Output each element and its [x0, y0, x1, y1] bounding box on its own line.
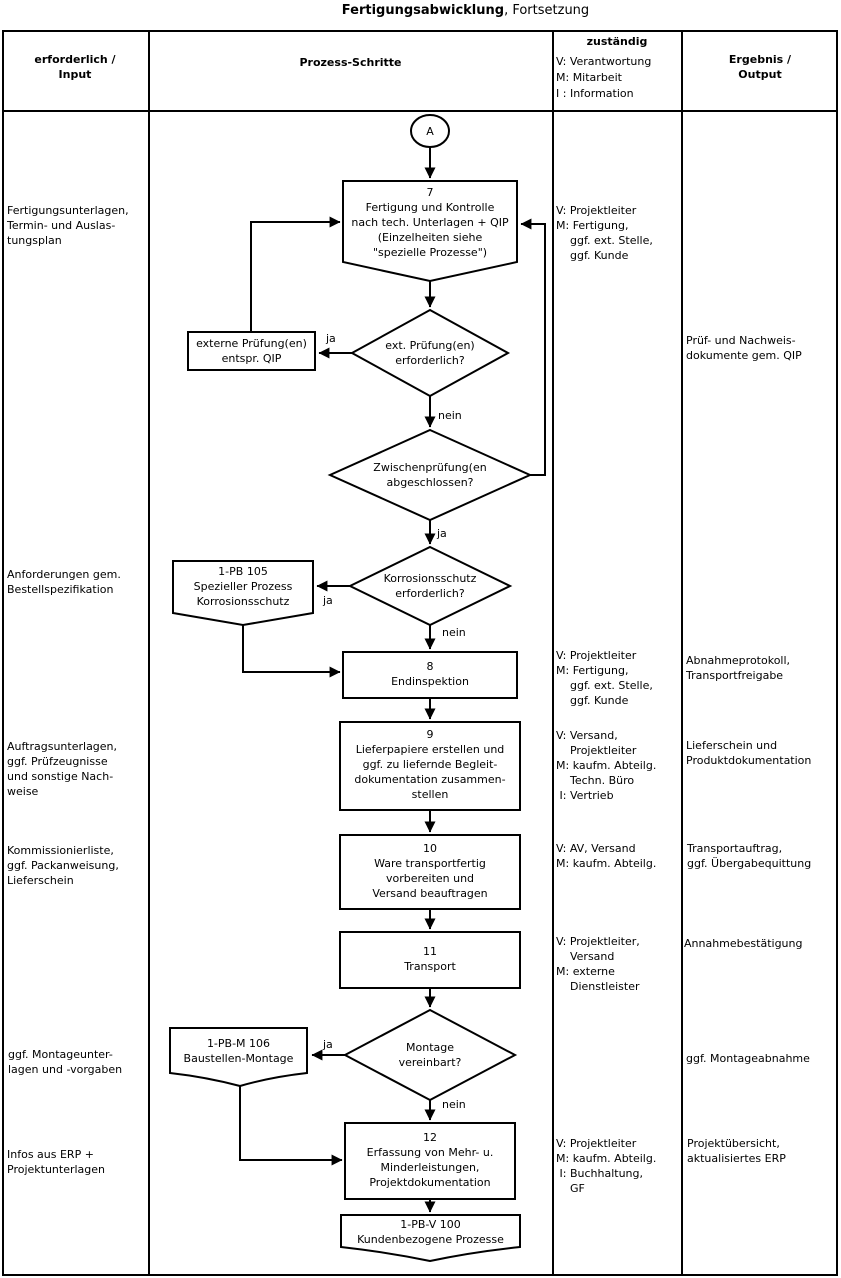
header-input-column: erforderlich / Input — [34, 53, 116, 81]
responsibility-step10: V: AV, Versand M: kaufm. Abteilg. — [556, 842, 657, 870]
step8-label: 8 Endinspektion — [391, 660, 469, 688]
externe-pruefung-label: externe Prüfung(en) entspr. QIP — [196, 337, 307, 365]
header-output-column: Ergebnis / Output — [728, 53, 792, 81]
column-divider-input — [148, 30, 150, 1276]
ref-kundenbezogene-prozesse-shape — [340, 1214, 521, 1263]
branch-label-ja-montage: ja — [323, 1038, 333, 1051]
offpage-connector-a-label: A — [426, 125, 434, 138]
output-projektuebersicht: Projektübersicht, aktualisiertes ERP — [687, 1137, 786, 1165]
branch-label-ja-ext-pruefung: ja — [326, 332, 336, 345]
output-transportauftrag: Transportauftrag, ggf. Übergabequittung — [687, 842, 812, 870]
header-responsible-column: zuständig — [586, 35, 648, 48]
externe-pruefung-shape — [187, 331, 316, 371]
responsibility-step8: V: Projektleiter M: Fertigung, ggf. ext.… — [556, 649, 653, 707]
step9-shape — [339, 721, 521, 811]
output-abnahmeprotokoll: Abnahmeprotokoll, Transportfreigabe — [686, 654, 791, 682]
input-kommissionierliste: Kommissionierliste, ggf. Packanweisung, … — [7, 844, 119, 887]
column-divider-responsible — [681, 30, 683, 1276]
responsibility-step11: V: Projektleiter, Versand M: externe Die… — [556, 935, 640, 993]
step10-shape — [339, 834, 521, 910]
header-divider — [2, 110, 838, 112]
page-title-suffix: , Fortsetzung — [504, 3, 590, 18]
ref-kundenbezogene-prozesse-label: 1-PB-V 100 Kundenbezogene Prozesse — [357, 1218, 504, 1246]
input-erp-infos: Infos aus ERP + Projektunterlagen — [7, 1148, 106, 1176]
branch-label-nein-korrosionsschutz: nein — [442, 626, 466, 639]
step10-label: 10 Ware transportfertig vorbereiten und … — [372, 842, 488, 900]
input-auftragsunterlagen: Auftragsunterlagen, ggf. Prüfzeugnisse u… — [7, 740, 118, 798]
step12-shape — [344, 1122, 516, 1200]
page-title: Fertigungsabwicklung, Fortsetzung — [90, 3, 841, 18]
input-anforderungen: Anforderungen gem. Bestellspezifikation — [7, 568, 121, 596]
decision-korrosionsschutz-label: Korrosionsschutz erforderlich? — [383, 572, 477, 600]
responsibility-step12: V: Projektleiter M: kaufm. Abteilg. I: B… — [556, 1137, 657, 1195]
step11-shape — [339, 931, 521, 989]
ref-korrosionsschutz-shape — [172, 560, 314, 627]
decision-korrosionsschutz-shape — [347, 545, 513, 627]
connector-ref105-to-step8 — [242, 625, 341, 678]
ref-korrosionsschutz-label: 1-PB 105 Spezieller Prozess Korrosionssc… — [193, 565, 293, 608]
step11-label: 11 Transport — [404, 945, 456, 973]
branch-label-ja-korrosionsschutz: ja — [323, 594, 333, 607]
branch-label-nein-montage: nein — [442, 1098, 466, 1111]
input-montageunterlagen: ggf. Montageunter- lagen und -vorgaben — [8, 1048, 123, 1076]
connector-externe-pruefung-loop — [250, 216, 341, 332]
output-lieferschein: Lieferschein und Produktdokumentation — [686, 739, 812, 767]
step7-label: 7 Fertigung und Kontrolle nach tech. Unt… — [351, 186, 509, 259]
step7-shape — [342, 180, 518, 283]
decision-zwischenpruefung-label: Zwischenprüfung(en abgeschlossen? — [373, 461, 487, 489]
output-annahmebestaetigung: Annahmebestätigung — [684, 937, 803, 950]
responsibility-step7: V: Projektleiter M: Fertigung, ggf. ext.… — [556, 204, 653, 262]
page-title-main: Fertigungsabwicklung — [341, 3, 505, 18]
decision-montage-label: Montage vereinbart? — [398, 1041, 462, 1069]
connector-zwischenpruefung-loop — [520, 218, 546, 476]
column-divider-process — [552, 30, 554, 1276]
decision-ext-pruefung-shape — [349, 308, 511, 398]
ref-baustellen-montage-label: 1-PB-M 106 Baustellen-Montage — [183, 1037, 294, 1065]
connector-refM106-to-step12 — [239, 1086, 343, 1166]
output-montageabnahme: ggf. Montageabnahme — [686, 1052, 810, 1065]
output-pruef-dokumente: Prüf- und Nachweis- dokumente gem. QIP — [686, 334, 802, 362]
branch-label-nein-ext-pruefung: nein — [438, 409, 462, 422]
step12-label: 12 Erfassung von Mehr- u. Minderleistung… — [366, 1131, 494, 1189]
decision-montage-shape — [342, 1008, 518, 1102]
responsibility-step9: V: Versand, Projektleiter M: kaufm. Abte… — [556, 729, 657, 802]
input-fertigungsunterlagen: Fertigungsunterlagen, Termin- und Auslas… — [7, 204, 129, 247]
branch-label-ja-zwischenpruefung: ja — [437, 527, 447, 540]
decision-ext-pruefung-label: ext. Prüfung(en) erforderlich? — [385, 339, 475, 367]
ref-baustellen-montage-shape — [169, 1027, 308, 1088]
step9-label: 9 Lieferpapiere erstellen und ggf. zu li… — [354, 728, 506, 801]
header-process-column: Prozess-Schritte — [299, 56, 402, 69]
decision-zwischenpruefung-shape — [327, 428, 533, 522]
step8-shape — [342, 651, 518, 699]
header-responsible-legend: V: Verantwortung M: Mitarbeit I : Inform… — [556, 55, 652, 100]
table-border — [2, 30, 838, 1276]
offpage-connector-a-shape — [410, 114, 450, 148]
